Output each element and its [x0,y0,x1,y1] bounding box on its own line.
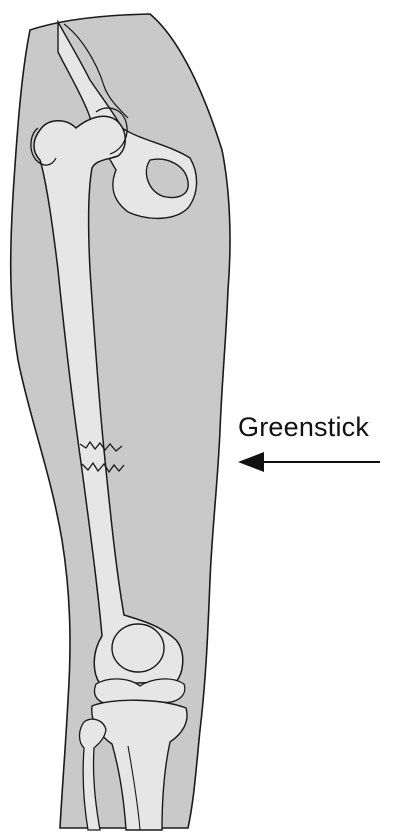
patella [112,624,164,672]
arrow-left-icon [238,452,380,472]
greenstick-label: Greenstick [238,412,369,443]
